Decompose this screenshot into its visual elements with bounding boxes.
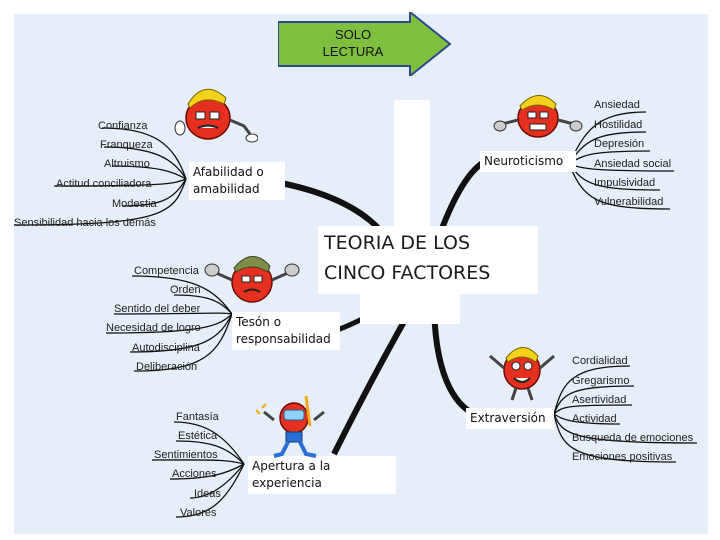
leaf-confianza: Confianza (98, 120, 148, 132)
mascot-icon (493, 95, 583, 138)
branch-extraversion-title1: Extraversión (470, 411, 546, 425)
leaf-actitud-conciliadora: Actitud conciliadora (56, 178, 152, 190)
center-connector-panel (394, 100, 430, 226)
leaf-estetica: Estética (178, 430, 218, 442)
branch-amabilidad: Afabilidad o amabilidad (189, 162, 285, 200)
arrow-banner-icon (277, 9, 452, 79)
branch-responsabilidad-title1: Tesón o (236, 315, 282, 329)
mascot-icon (255, 395, 325, 458)
leaf-impulsividad: Impulsividad (594, 177, 656, 189)
solo-lectura-banner: SOLO LECTURA (277, 9, 454, 81)
branch-amabilidad-title2: amabilidad (193, 182, 260, 196)
branch-apertura: Apertura a la experiencia (248, 456, 396, 494)
leaf-acciones: Acciones (172, 468, 217, 480)
center-lower-panel (360, 294, 460, 324)
leaf-ideas: Ideas (194, 488, 221, 500)
leaf-modestia: Modestia (112, 198, 157, 210)
central-topic: TEORIA DE LOS CINCO FACTORES (318, 226, 538, 294)
branch-extraversion: Extraversión (466, 408, 554, 429)
branch-amabilidad-title1: Afabilidad o (193, 165, 264, 179)
leaf-necesidad-logro: Necesidad de logro (106, 322, 201, 334)
mascot-icon (204, 256, 300, 303)
central-topic-line2: CINCO FACTORES (324, 262, 491, 284)
leaf-gregarismo: Gregarismo (572, 375, 630, 387)
leaf-cordialidad: Cordialidad (572, 355, 628, 367)
leaf-deliberacion: Deliberación (136, 361, 198, 373)
leaf-busqueda-emociones: Busqueda de emociones (572, 432, 694, 444)
leaf-depresion: Depresión (594, 138, 645, 150)
central-topic-line1: TEORIA DE LOS (324, 232, 471, 254)
leaf-emociones-positivas: Emociones positivas (572, 451, 673, 463)
banner-line1: SOLO (334, 27, 372, 42)
branch-neuroticismo: Neuroticismo (480, 151, 576, 172)
branch-responsabilidad-title2: responsabilidad (236, 332, 331, 346)
mind-map-canvas: TEORIA DE LOS CINCO FACTORES Afabilidad … (14, 14, 708, 534)
leaf-competencia: Competencia (134, 265, 199, 277)
branch-apertura-title1: Apertura a la (252, 459, 331, 473)
banner-line2: LECTURA (322, 44, 384, 59)
leaf-actividad: Actividad (572, 413, 617, 425)
branch-neuroticismo-title1: Neuroticismo (484, 154, 564, 168)
leaf-asertividad: Asertividad (572, 394, 627, 406)
leaf-altruismo: Altruismo (104, 158, 150, 170)
leaf-vulnerabilidad: Vulnerabilidad (594, 196, 664, 208)
leaf-sensibilidad: Sensibilidad hacia los demás (14, 217, 156, 229)
leaf-orden: Orden (170, 284, 201, 296)
mascot-icon (489, 347, 555, 401)
mascot-icon (174, 88, 258, 143)
leaf-sentimientos: Sentimientos (154, 449, 218, 461)
leaf-ansiedad: Ansiedad (594, 99, 640, 111)
leaf-hostilidad: Hostilidad (594, 119, 643, 131)
branch-apertura-title2: experiencia (252, 476, 322, 490)
leaf-valores: Valores (180, 507, 217, 519)
leaf-sentido-deber: Sentido del deber (114, 303, 201, 315)
leaf-autodisciplina: Autodisciplina (132, 342, 200, 354)
leaf-ansiedad-social: Ansiedad social (594, 158, 672, 170)
leaf-franqueza: Franqueza (100, 139, 153, 151)
branch-responsabilidad: Tesón o responsabilidad (232, 312, 340, 350)
leaf-fantasia: Fantasía (176, 411, 219, 423)
